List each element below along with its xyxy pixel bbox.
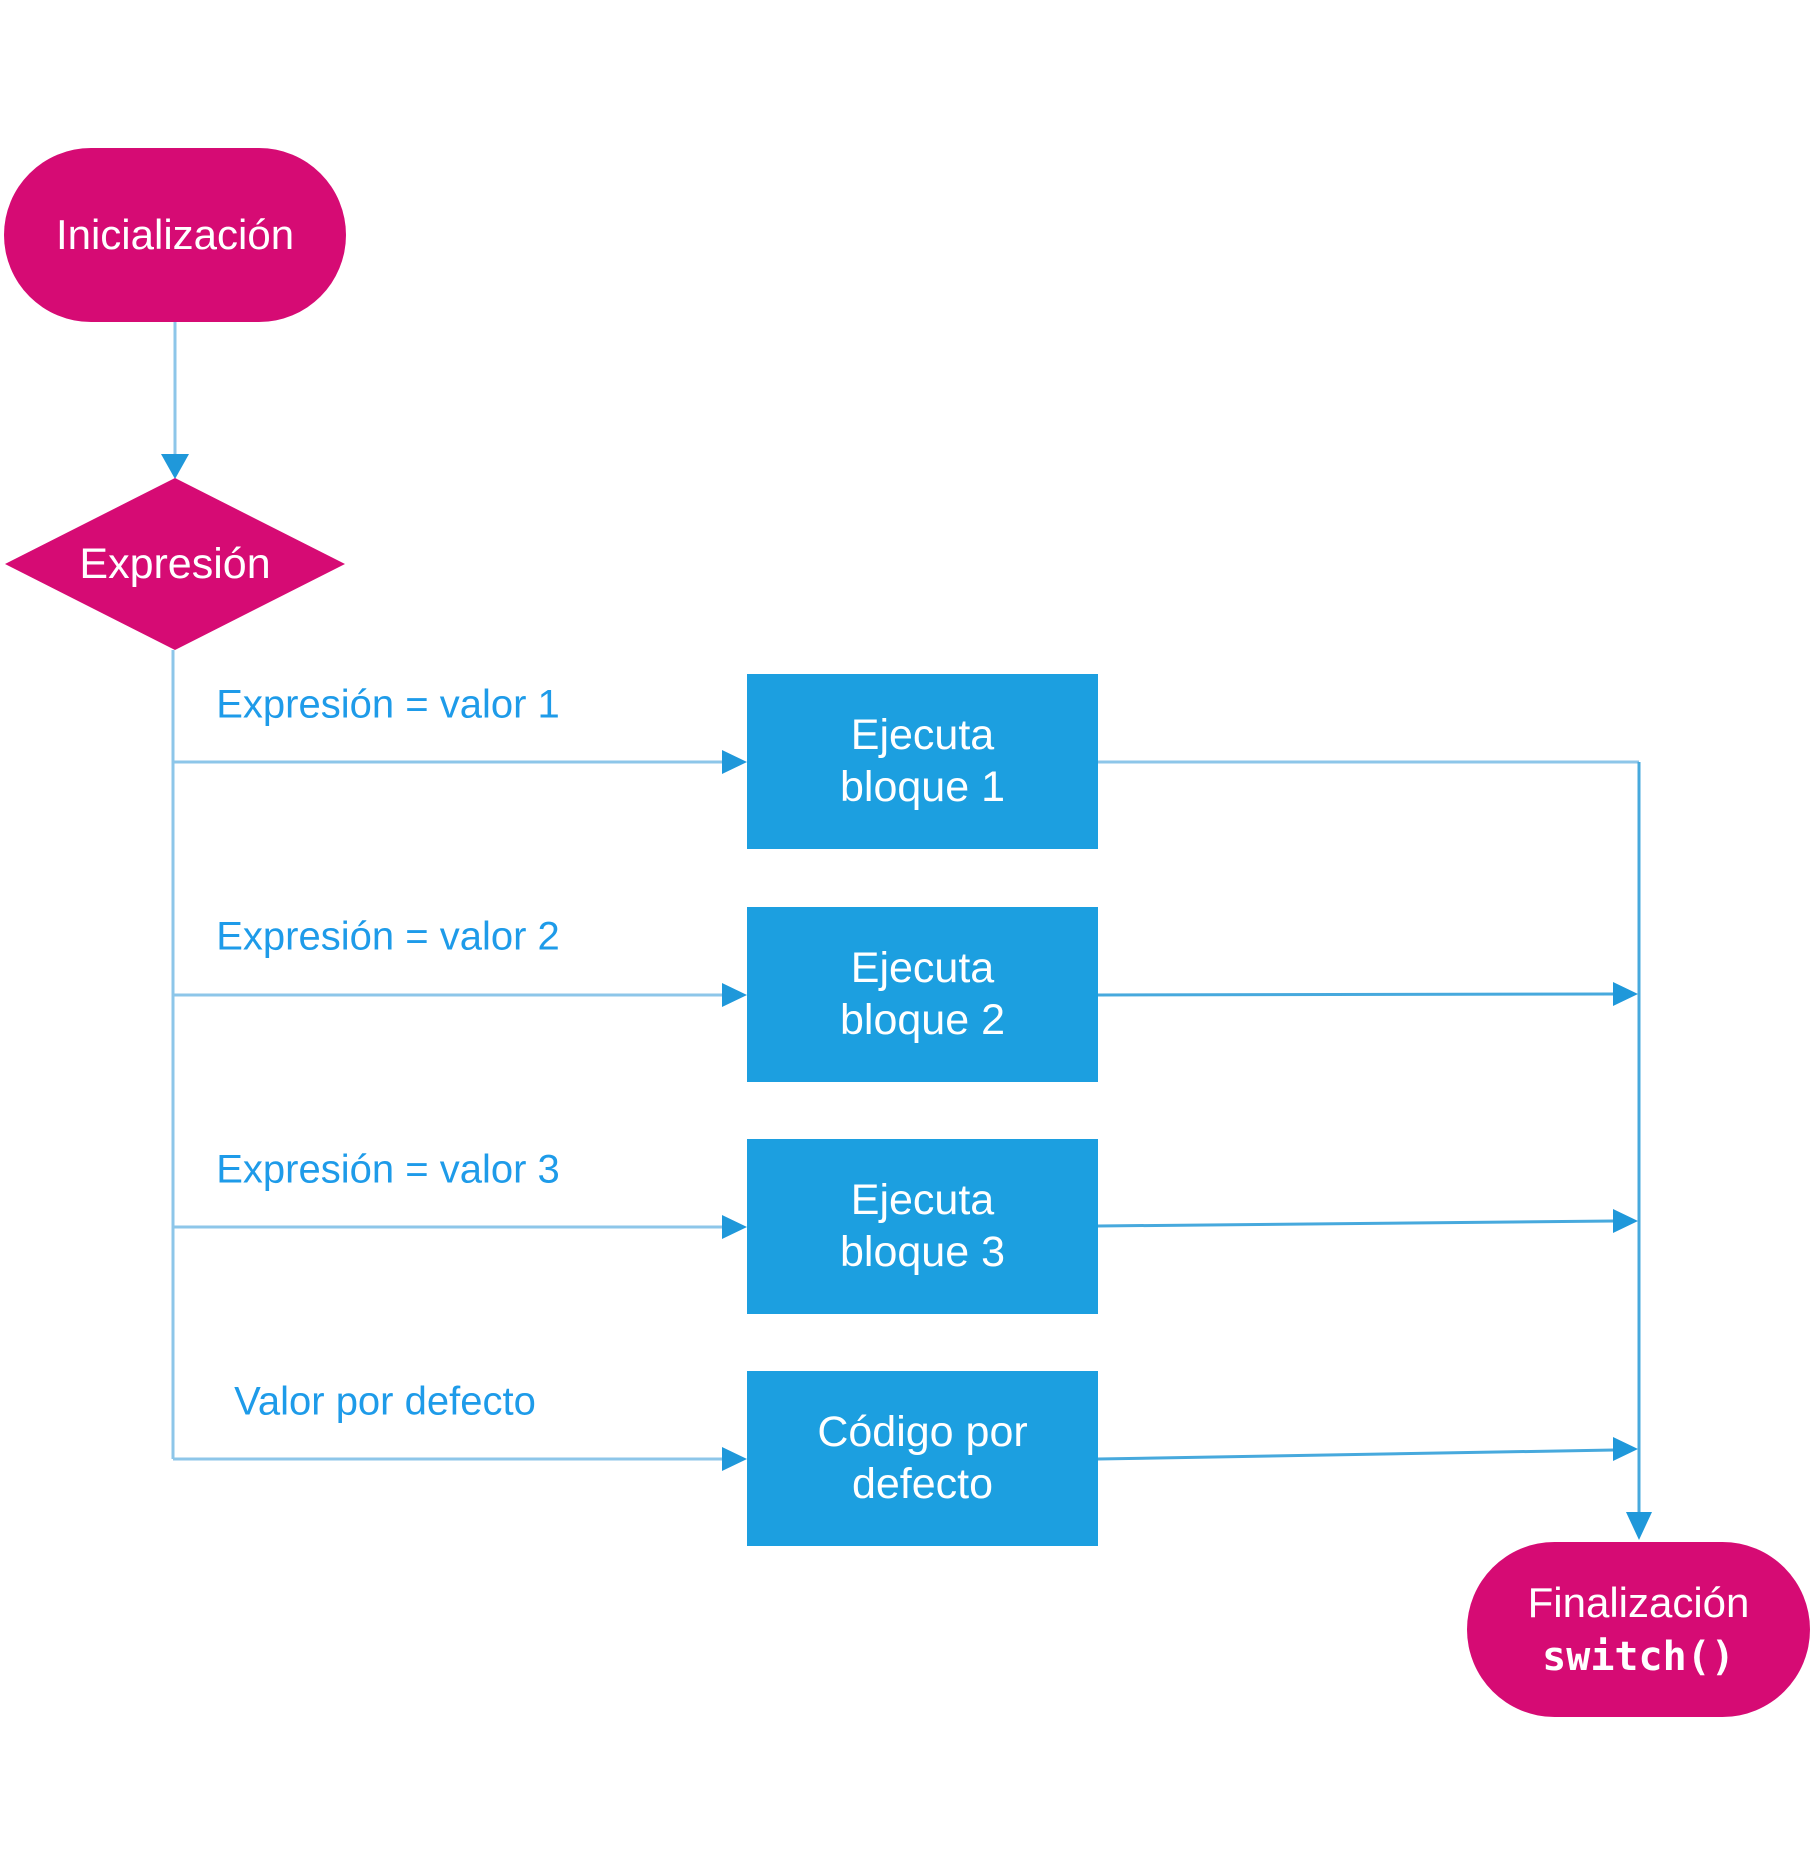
node-finalizacion: Finalización switch() [1467,1542,1810,1717]
arrowhead-into-decision [161,454,189,479]
node-ejecuta-bloque-3: Ejecuta bloque 3 [747,1139,1098,1314]
edge-default-out [1097,1448,1615,1461]
node-codigo-por-defecto-label: Código por defecto [817,1407,1028,1508]
arrowhead-into-end [1626,1512,1652,1540]
arrowhead-default-join [1613,1437,1638,1461]
edge-label-case2: Expresión = valor 2 [216,914,560,959]
edge-label-case3: Expresión = valor 3 [216,1147,560,1192]
node-ejecuta-bloque-1-label: Ejecuta bloque 1 [840,710,1005,811]
node-finalizacion-code-label: switch() [1542,1633,1735,1680]
node-ejecuta-bloque-2: Ejecuta bloque 2 [747,907,1098,1082]
arrowhead-default-case [722,1447,747,1471]
arrowhead-case2 [722,983,747,1007]
edge-label-case1: Expresión = valor 1 [216,682,560,727]
arrowhead-case3 [722,1215,747,1239]
node-expresion-label: Expresión [79,540,271,588]
edge-block2-out [1097,992,1615,997]
edge-block3-out [1097,1219,1615,1228]
edge-label-default-case: Valor por defecto [234,1379,536,1424]
node-ejecuta-bloque-2-label: Ejecuta bloque 2 [840,943,1005,1044]
arrowhead-block2-join [1613,982,1638,1006]
arrowhead-block3-join [1613,1209,1638,1233]
node-codigo-por-defecto: Código por defecto [747,1371,1098,1546]
node-inicializacion: Inicialización [4,148,346,322]
node-inicializacion-label: Inicialización [55,210,295,258]
node-ejecuta-bloque-1: Ejecuta bloque 1 [747,674,1098,849]
arrowhead-case1 [722,750,747,774]
decision-diamond-shape [5,478,345,650]
node-ejecuta-bloque-3-label: Ejecuta bloque 3 [840,1175,1005,1276]
node-finalizacion-label: Finalización [1527,1579,1750,1627]
